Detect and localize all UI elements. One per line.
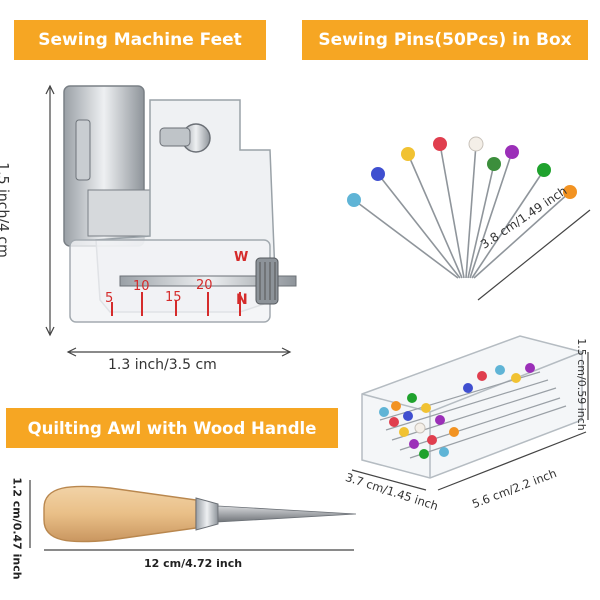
scale-mark-20: 20 (196, 278, 213, 293)
quilting-awl-banner: Quilting Awl with Wood Handle (6, 408, 338, 448)
awl-height-label: 1.2 cm/0.47 inch (10, 477, 24, 580)
foot-width-label: 1.3 inch/3.5 cm (108, 357, 217, 373)
box-length-dimension-line (437, 431, 587, 491)
sewing-machine-feet-banner: Sewing Machine Feet (14, 20, 266, 60)
box-height-label: 1.5 cm/0.59 inch (574, 338, 588, 431)
pin-head (347, 193, 361, 207)
pins-length-dimension-line (477, 209, 591, 301)
pins-fan-graphic (347, 136, 591, 301)
letter-n: N (236, 292, 248, 308)
awl-wood-handle (43, 485, 197, 543)
pin-head (505, 145, 519, 159)
pin-head (487, 157, 501, 171)
presser-foot-graphic (45, 84, 297, 357)
pin-head (468, 136, 484, 152)
scale-mark-15: 15 (165, 290, 182, 305)
pin-head (563, 185, 577, 199)
scale-mark-5: 5 (105, 291, 114, 306)
pin-box-graphic (351, 335, 589, 491)
pin-head (433, 137, 447, 151)
pin-head (401, 147, 415, 161)
awl-blade (217, 505, 357, 523)
box-width-dimension-line (351, 469, 427, 491)
awl-length-label: 12 cm/4.72 inch (144, 557, 243, 570)
pin-head (537, 163, 551, 177)
scale-mark-10: 10 (133, 279, 150, 294)
foot-height-label: 1.5 inch/4 cm (0, 162, 11, 258)
pin-head (371, 167, 385, 181)
awl-graphic (29, 480, 357, 551)
sewing-pins-banner: Sewing Pins(50Pcs) in Box (302, 20, 588, 60)
letter-w: W (234, 250, 249, 265)
